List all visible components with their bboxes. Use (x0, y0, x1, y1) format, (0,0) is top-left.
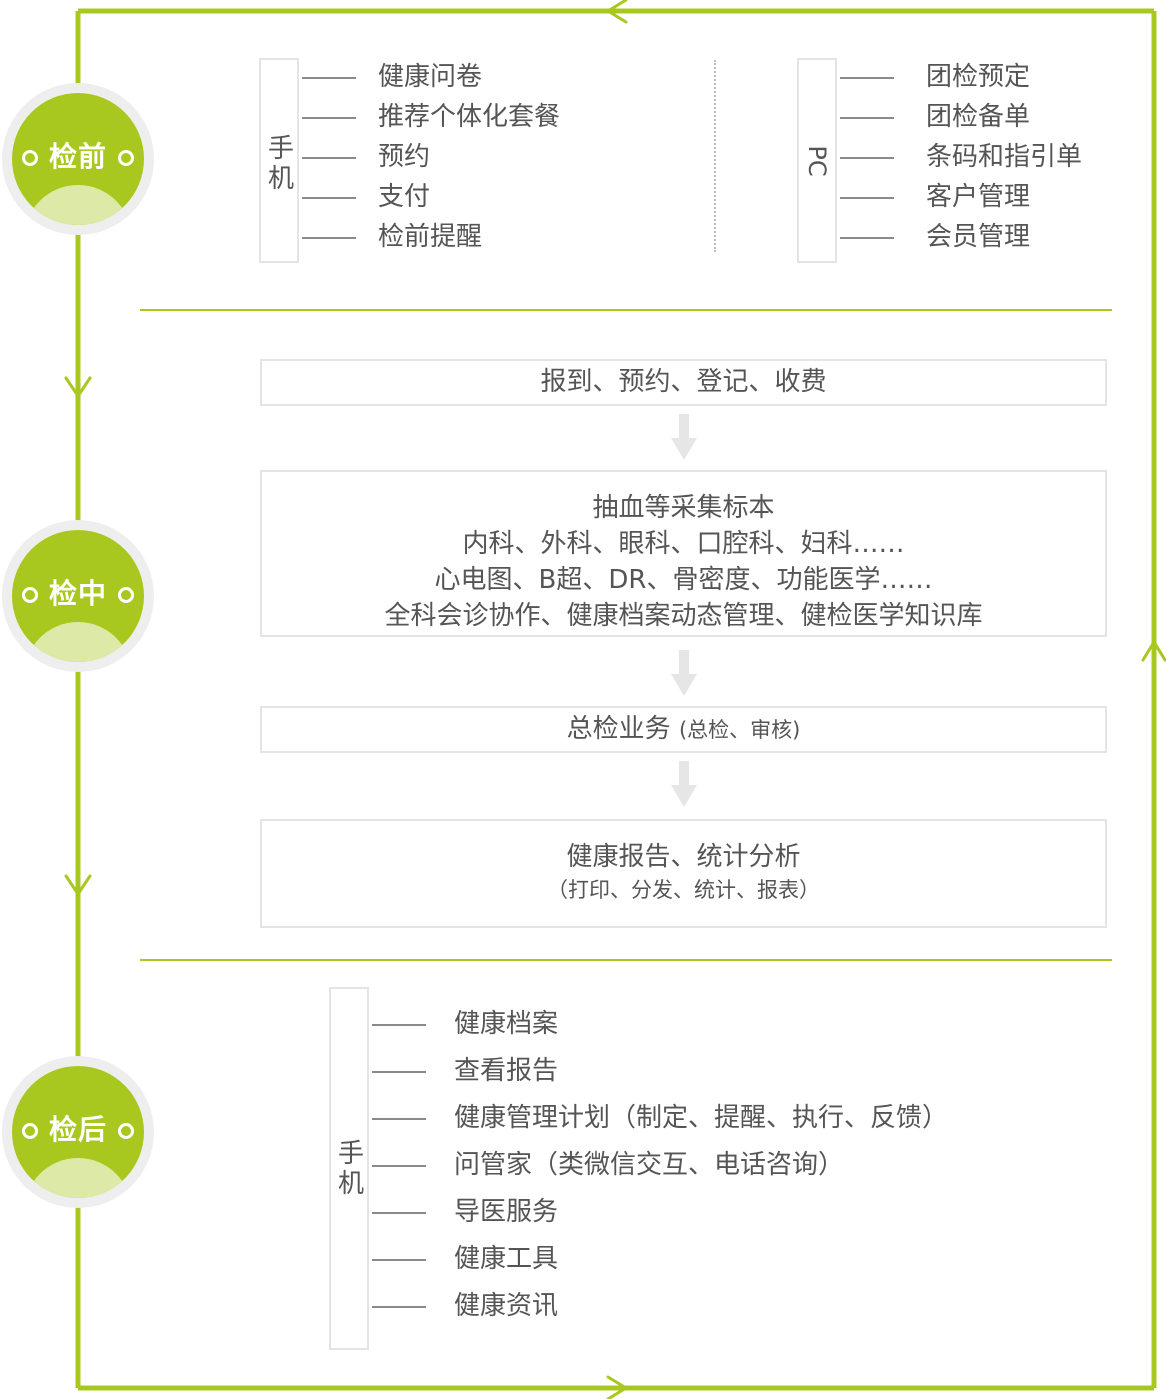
stage-label-after: 检后 (48, 1113, 107, 1146)
list-item: 条码和指引单 (840, 137, 1140, 177)
stage-badge-during: 检中 (2, 520, 154, 672)
connector-line (840, 237, 894, 239)
connector-line (372, 1212, 426, 1214)
left-down-arrow-icon-2 (64, 874, 92, 896)
connector-line (372, 1306, 426, 1308)
before-pc-list: 团检预定 团检备单 条码和指引单 客户管理 会员管理 (840, 57, 1140, 257)
connector-line (372, 1071, 426, 1073)
list-item: 查看报告 (372, 1051, 1072, 1098)
list-item: 健康资讯 (372, 1286, 1072, 1333)
left-down-arrow-icon-1 (64, 376, 92, 398)
stage-label-before: 检前 (48, 140, 107, 173)
connector-line (372, 1259, 426, 1261)
badge-dot-icon (22, 150, 38, 166)
process-box-sampling: 抽血等采集标本 内科、外科、眼科、口腔科、妇科…… 心电图、B超、DR、骨密度、… (260, 470, 1107, 637)
connector-line (302, 77, 356, 79)
list-item: 健康管理计划（制定、提醒、执行、反馈） (372, 1098, 1072, 1145)
list-item: 检前提醒 (302, 217, 682, 257)
right-up-arrow-icon (1141, 640, 1166, 662)
list-item: 会员管理 (840, 217, 1140, 257)
connector-line (302, 117, 356, 119)
connector-line (302, 237, 356, 239)
stage-label-during: 检中 (48, 577, 107, 610)
connector-line (302, 197, 356, 199)
dotted-divider (714, 60, 716, 252)
process-box-report: 健康报告、统计分析 （打印、分发、统计、报表） (260, 819, 1107, 928)
after-mobile-tab: 手机 (329, 987, 369, 1350)
before-mobile-list: 健康问卷 推荐个体化套餐 预约 支付 检前提醒 (302, 57, 682, 257)
down-arrow-icon (671, 650, 697, 696)
connector-line (302, 157, 356, 159)
bottom-arrow-icon (606, 1375, 628, 1399)
stage-badge-after: 检后 (2, 1056, 154, 1208)
before-pc-tab-label: PC (803, 145, 831, 177)
process-box-checkin: 报到、预约、登记、收费 (260, 359, 1107, 406)
list-item: 预约 (302, 137, 682, 177)
list-item: 健康问卷 (302, 57, 682, 97)
after-mobile-tab-label: 手机 (338, 1139, 365, 1199)
before-pc-tab: PC (797, 58, 837, 263)
down-arrow-icon (671, 761, 697, 807)
connector-line (372, 1024, 426, 1026)
connector-line (840, 77, 894, 79)
list-item: 健康工具 (372, 1239, 1072, 1286)
badge-dot-icon (22, 1123, 38, 1139)
section-separator (140, 959, 1112, 961)
connector-line (840, 197, 894, 199)
before-mobile-tab-label: 手机 (268, 134, 295, 194)
list-item: 问管家（类微信交互、电话咨询） (372, 1145, 1072, 1192)
list-item: 健康档案 (372, 1004, 1072, 1051)
list-item: 支付 (302, 177, 682, 217)
list-item: 导医服务 (372, 1192, 1072, 1239)
badge-dot-icon (22, 587, 38, 603)
badge-dot-icon (118, 587, 134, 603)
stage-badge-before: 检前 (2, 83, 154, 235)
connector-line (840, 117, 894, 119)
list-item: 团检预定 (840, 57, 1140, 97)
list-item: 客户管理 (840, 177, 1140, 217)
process-box-review: 总检业务 (总检、审核) (260, 706, 1107, 753)
list-item: 推荐个体化套餐 (302, 97, 682, 137)
after-mobile-list: 健康档案 查看报告 健康管理计划（制定、提醒、执行、反馈） 问管家（类微信交互、… (372, 1004, 1072, 1333)
badge-dot-icon (118, 1123, 134, 1139)
top-arrow-icon (606, 0, 628, 24)
connector-line (372, 1165, 426, 1167)
badge-dot-icon (118, 150, 134, 166)
connector-line (840, 157, 894, 159)
list-item: 团检备单 (840, 97, 1140, 137)
section-separator (140, 309, 1112, 311)
connector-line (372, 1118, 426, 1120)
down-arrow-icon (671, 414, 697, 460)
before-mobile-tab: 手机 (259, 58, 299, 263)
